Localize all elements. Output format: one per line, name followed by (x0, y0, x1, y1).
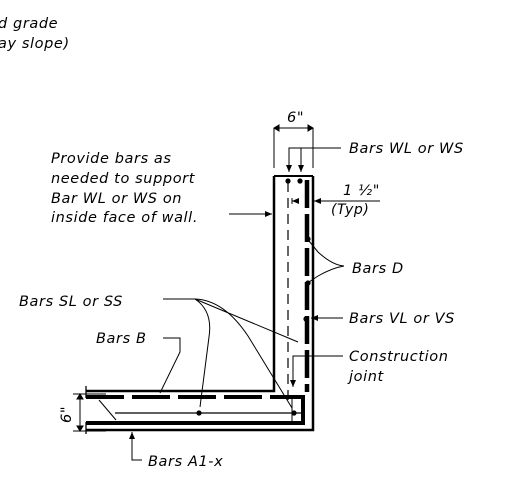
slab-thickness-dimension (73, 393, 117, 432)
leader-bars-a1x (129, 432, 142, 461)
top-note-line-1: d grade (0, 16, 58, 32)
rebar-lines (86, 180, 310, 425)
label-bars-d: Bars D (352, 261, 404, 277)
bar-dots (196, 178, 311, 416)
bar-dot-sl-3 (291, 410, 297, 416)
leader-bars-b (159, 337, 181, 394)
label-construction-joint-2: joint (347, 369, 385, 385)
leader-construction-joint (290, 355, 343, 387)
concrete-outline (85, 175, 315, 434)
provide-note-line-2: needed to support (51, 171, 196, 187)
leader-bars-wl-ws (286, 147, 341, 172)
cover-value-label: 1 ½" (343, 183, 380, 199)
label-construction-joint-1: Construction (349, 349, 449, 365)
label-bars-vl-vs: Bars VL or VS (349, 311, 455, 327)
width-dimension (273, 124, 314, 168)
top-note-line-2: ay slope) (0, 36, 70, 52)
label-bars-b: Bars B (96, 331, 147, 347)
provide-note-line-1: Provide bars as (51, 151, 172, 167)
label-bars-wl-ws: Bars WL or WS (349, 141, 464, 157)
cover-typ-label: (Typ) (331, 202, 369, 218)
leader-bars-d (308, 240, 345, 283)
cover-dimension (291, 198, 380, 204)
label-bars-sl-ss: Bars SL or SS (19, 294, 123, 310)
provide-note-line-3: Bar WL or WS on (51, 191, 182, 207)
provide-note-line-4: inside face of wall. (51, 210, 198, 226)
bar-dot-d-1 (305, 236, 311, 242)
leader-bars-sl-ss (163, 298, 299, 409)
dim-slab-label: 6" (59, 406, 75, 423)
bar-dot-wl-1 (285, 178, 291, 184)
bar-a1x (86, 395, 305, 425)
bar-dot-sl-2 (196, 410, 202, 416)
bar-dot-wl-2 (297, 178, 303, 184)
label-bars-a1x: Bars A1-x (148, 454, 223, 470)
bar-dot-sl-1 (303, 316, 309, 322)
dim-width-label: 6" (287, 110, 304, 126)
